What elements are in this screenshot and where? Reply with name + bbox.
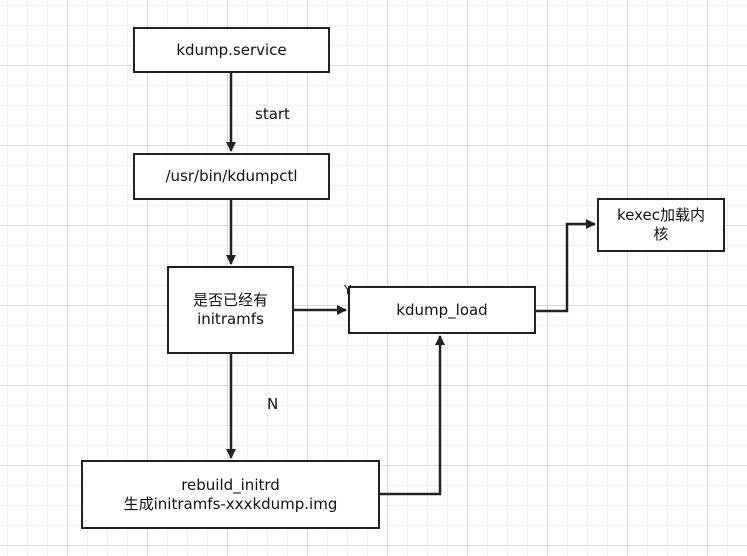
kdumpctl-node[interactable]: /usr/bin/kdumpctl <box>133 153 330 200</box>
kdumpctl-label: /usr/bin/kdumpctl <box>165 167 298 185</box>
initramfs-check-label-line1: 是否已经有 <box>192 291 268 309</box>
kdump-load-label: kdump_load <box>396 300 488 319</box>
rebuild-initrd-node[interactable]: rebuild_initrd 生成initramfs-xxxkdump.img <box>81 460 380 529</box>
kdump-load-node[interactable]: kdump_load <box>348 286 536 334</box>
kexec-label-line2: 核 <box>653 225 669 243</box>
rebuild-initrd-label-line2: 生成initramfs-xxxkdump.img <box>123 494 338 513</box>
rebuild-initrd-label-line1: rebuild_initrd <box>181 475 280 494</box>
edge-label-start: start <box>255 105 290 123</box>
edge-label-yes: Y <box>344 283 352 297</box>
edge-label-no: N <box>267 395 279 413</box>
edge-rebuild-to-kdump-load <box>380 335 445 496</box>
kexec-label-line1: kexec加载内 <box>616 206 705 224</box>
kdump-service-node[interactable]: kdump.service <box>133 27 330 73</box>
initramfs-check-label-line2: initramfs <box>197 310 264 328</box>
initramfs-check-node[interactable]: 是否已经有 initramfs <box>167 266 294 354</box>
edge-kdump-load-to-kexec <box>536 219 596 313</box>
kexec-node[interactable]: kexec加载内 核 <box>597 198 725 252</box>
kdump-service-label: kdump.service <box>176 40 287 59</box>
